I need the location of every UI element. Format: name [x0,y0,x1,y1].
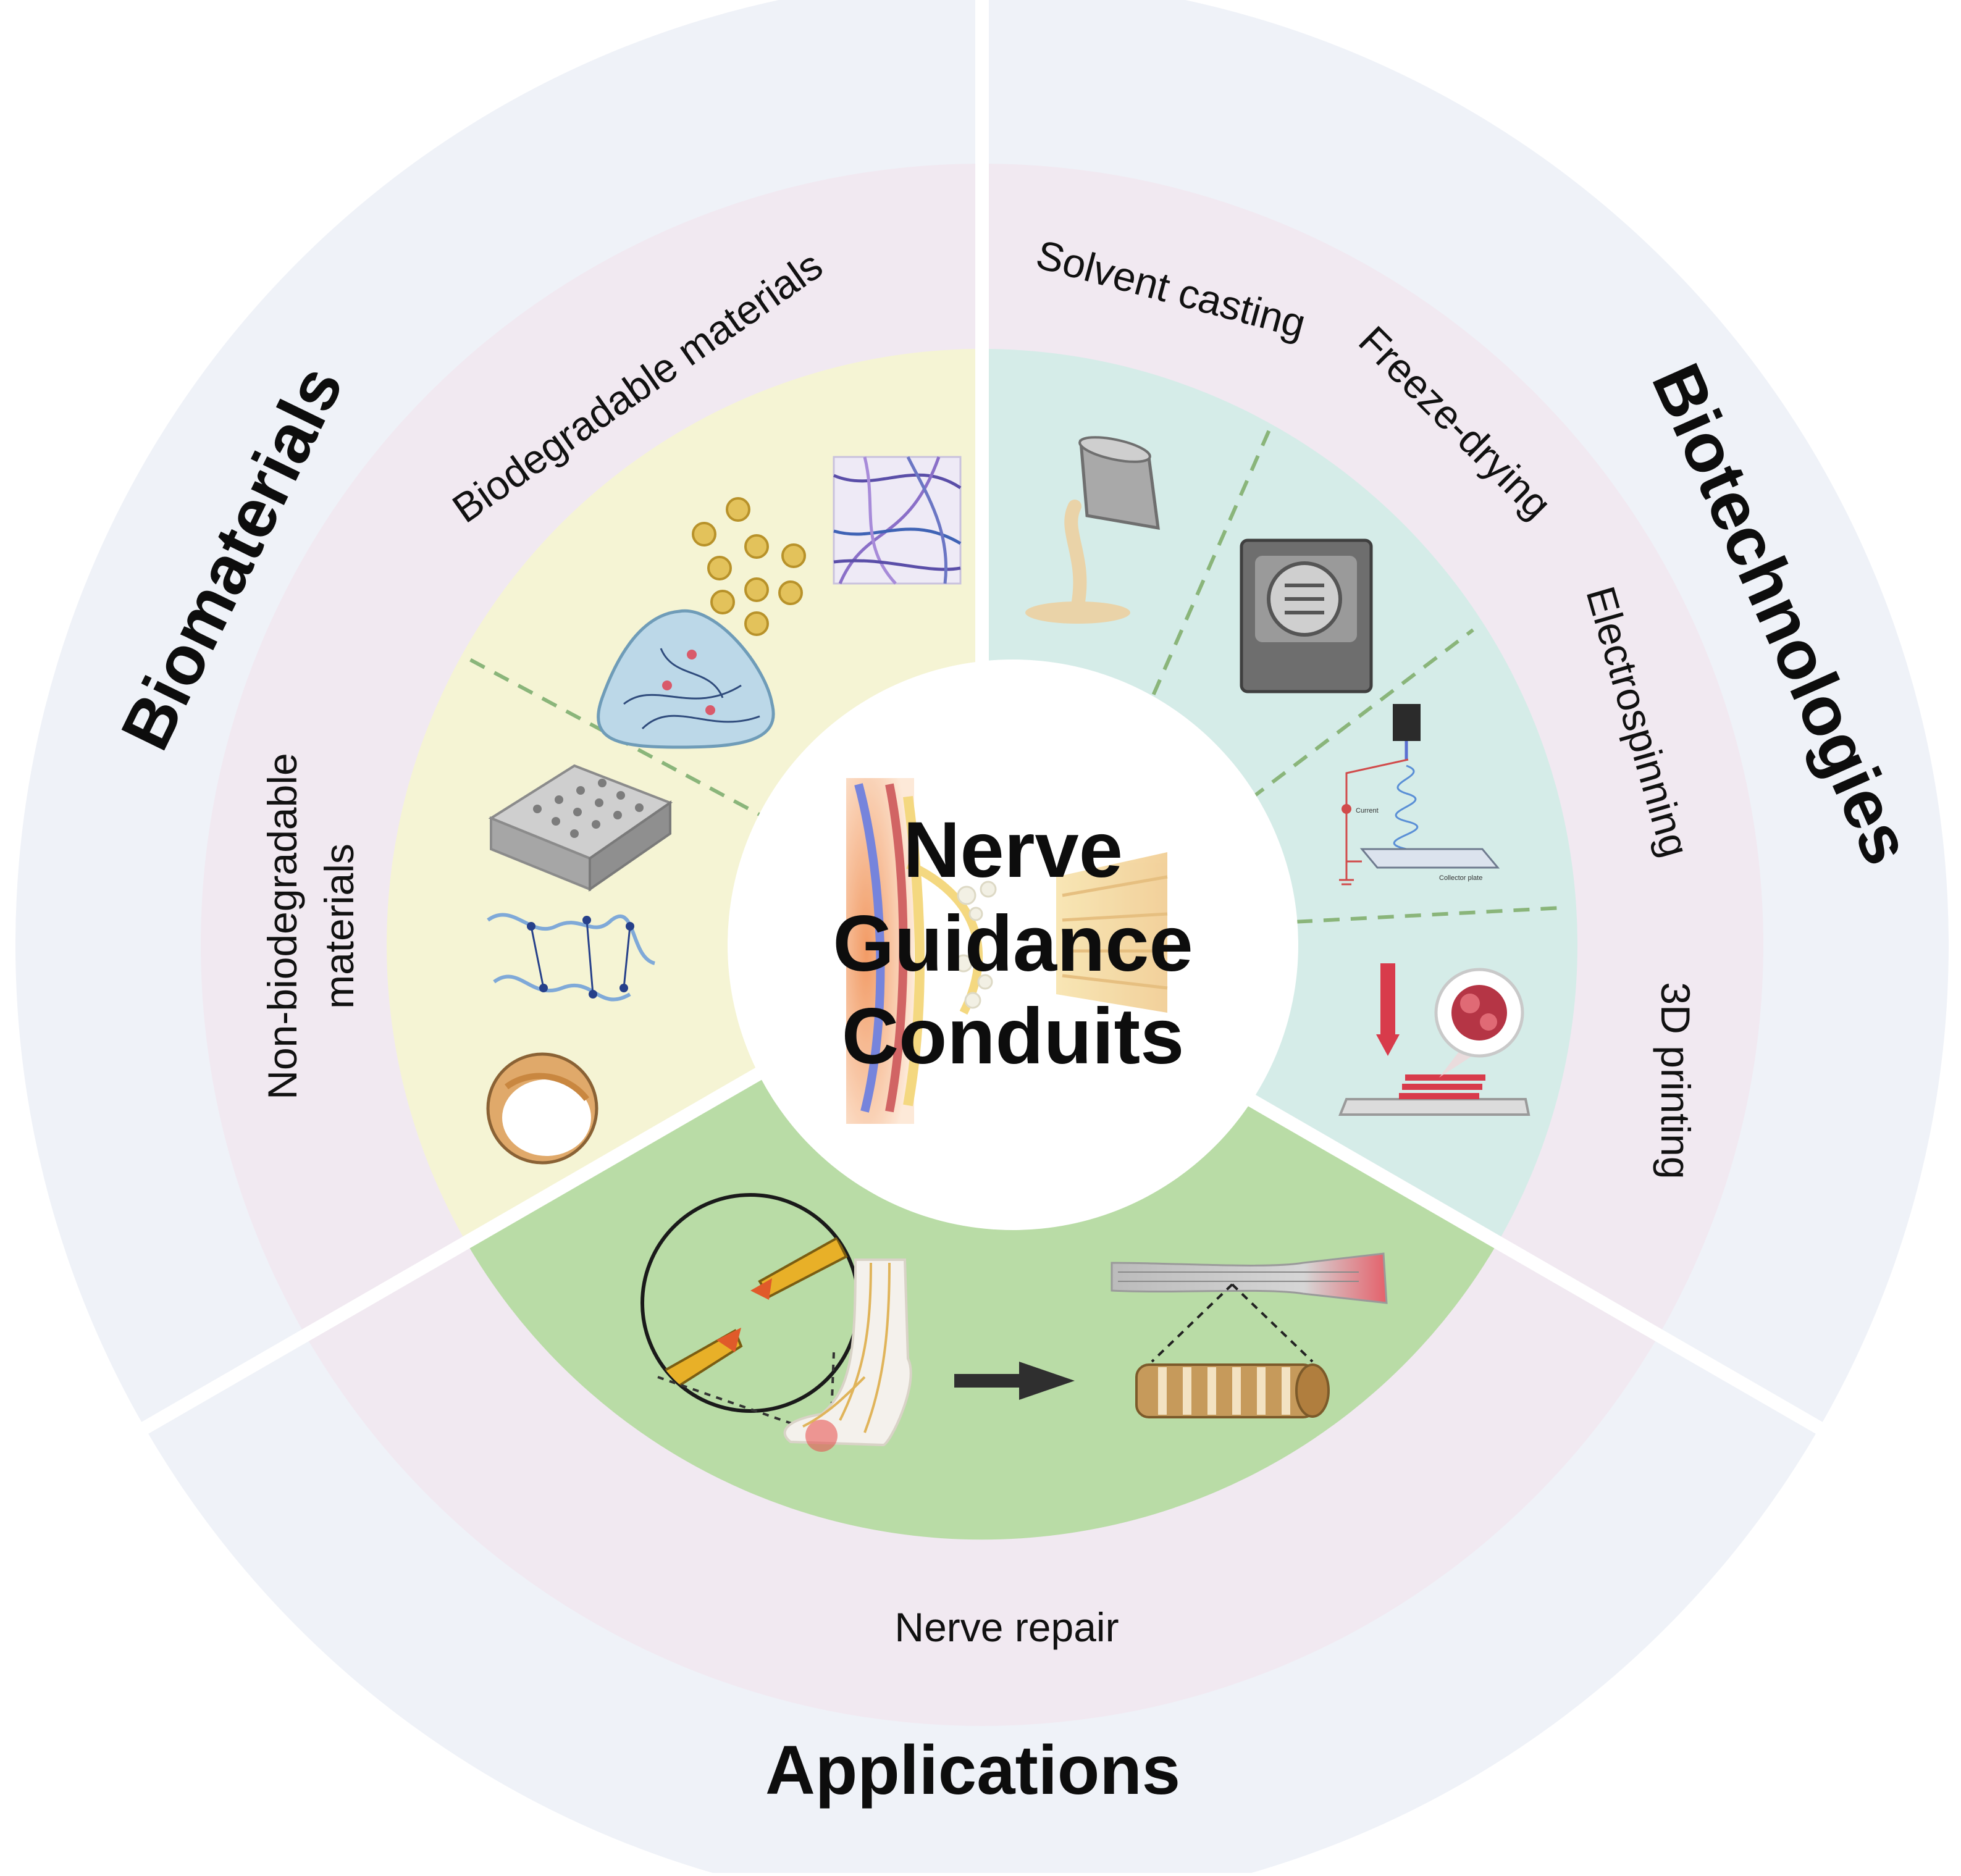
center-title-line2: Guidance [833,900,1193,988]
freeze-dryer-icon [1240,538,1373,693]
center-title-line1: Nerve [903,806,1123,894]
nerve-illustration [846,778,1168,1124]
right-arrow-icon [954,1362,1075,1400]
collector-plate-caption: Collector plate [1439,874,1482,882]
foot-nerves-icon [783,1258,912,1452]
hydrogel-icon [597,609,775,749]
3d-printing-label: 3D printing [1653,982,1699,1179]
nanoparticles-icon [692,497,806,636]
applications-title: Applications [765,1732,1180,1809]
non-biodegradable-label-line2: materials [316,844,362,1009]
biomaterial-dish-icon [486,1052,598,1165]
electrospinning-icon: Current Collector plate [1339,704,1500,886]
3d-printer-icon [1338,963,1531,1116]
non-biodegradable-label-line1: Non-biodegradable [259,753,305,1099]
current-caption: Current [1356,807,1379,814]
fiber-mesh-icon [833,456,962,585]
biotech-dashed-divider-3 [1269,906,1563,925]
regenerated-nerve-fiber-icon [1111,1252,1388,1363]
porous-scaffold-icon [488,764,673,892]
nerve-repair-label: Nerve repair [894,1604,1119,1650]
nerve-conduit-cylinder-icon [1135,1363,1330,1418]
polymer-network-icon [487,913,656,1002]
biotech-dashed-divider-2 [1228,628,1474,817]
center-title-line3: Conduits [842,992,1185,1081]
solvent-pour-icon [1025,436,1160,624]
